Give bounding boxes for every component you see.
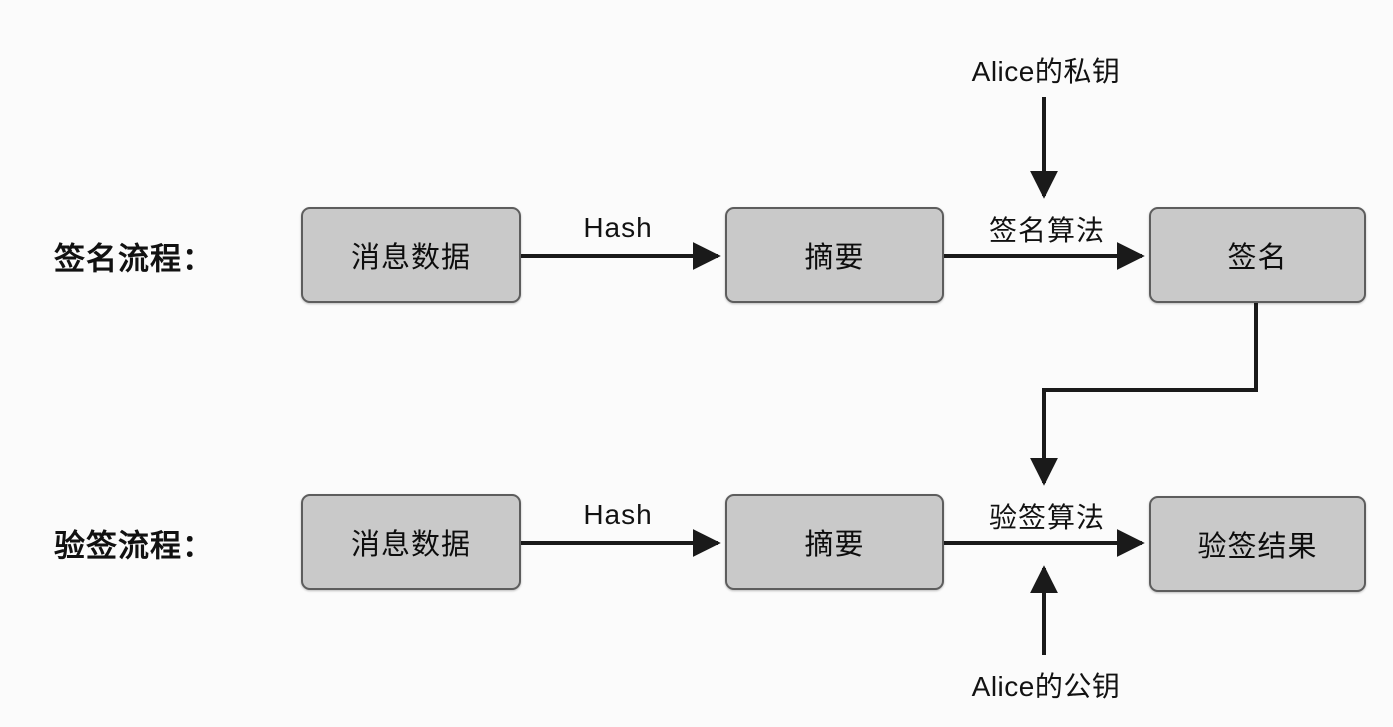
- edge-signature-to-verify-algorithm: [1030, 303, 1258, 486]
- edge-label-sign-algorithm: 签名算法: [988, 215, 1106, 246]
- edge-label-verify-algorithm: 验签算法: [988, 502, 1106, 533]
- node-sign-message-data[interactable]: 消息数据: [301, 207, 521, 303]
- edge-label-sign-hash: Hash: [583, 212, 653, 243]
- verify-flow-row-label: 验签流程：: [54, 528, 214, 564]
- sign-flow-row-label: 签名流程：: [54, 241, 214, 277]
- annotation-alice-public-key: Alice的公钥: [971, 671, 1121, 702]
- node-verify-result[interactable]: 验签结果: [1149, 496, 1366, 592]
- annotation-alice-private-key: Alice的私钥: [971, 56, 1121, 87]
- node-verify-message-data[interactable]: 消息数据: [301, 494, 521, 590]
- node-signature[interactable]: 签名: [1149, 207, 1366, 303]
- node-verify-digest[interactable]: 摘要: [725, 494, 944, 590]
- edge-label-verify-hash: Hash: [583, 499, 653, 530]
- node-sign-digest[interactable]: 摘要: [725, 207, 944, 303]
